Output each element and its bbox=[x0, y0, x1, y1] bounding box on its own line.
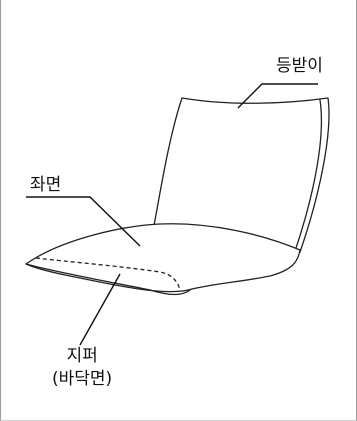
backrest-piping bbox=[295, 99, 323, 249]
zipper-label: 지퍼 (바닥면) bbox=[52, 345, 112, 391]
zipper-label-line1: 지퍼 bbox=[66, 346, 98, 366]
zipper-leader-line bbox=[79, 273, 121, 346]
zipper-label-line2: (바닥면) bbox=[52, 368, 113, 389]
seat-label: 좌면 bbox=[30, 175, 62, 195]
seat-bottom-edge bbox=[25, 263, 191, 296]
backrest-label: 등받이 bbox=[276, 56, 323, 76]
zipper-line bbox=[35, 257, 181, 291]
seat-cushion bbox=[25, 223, 301, 293]
seat-leader-line bbox=[26, 196, 141, 247]
backrest-leader-line bbox=[237, 83, 318, 109]
